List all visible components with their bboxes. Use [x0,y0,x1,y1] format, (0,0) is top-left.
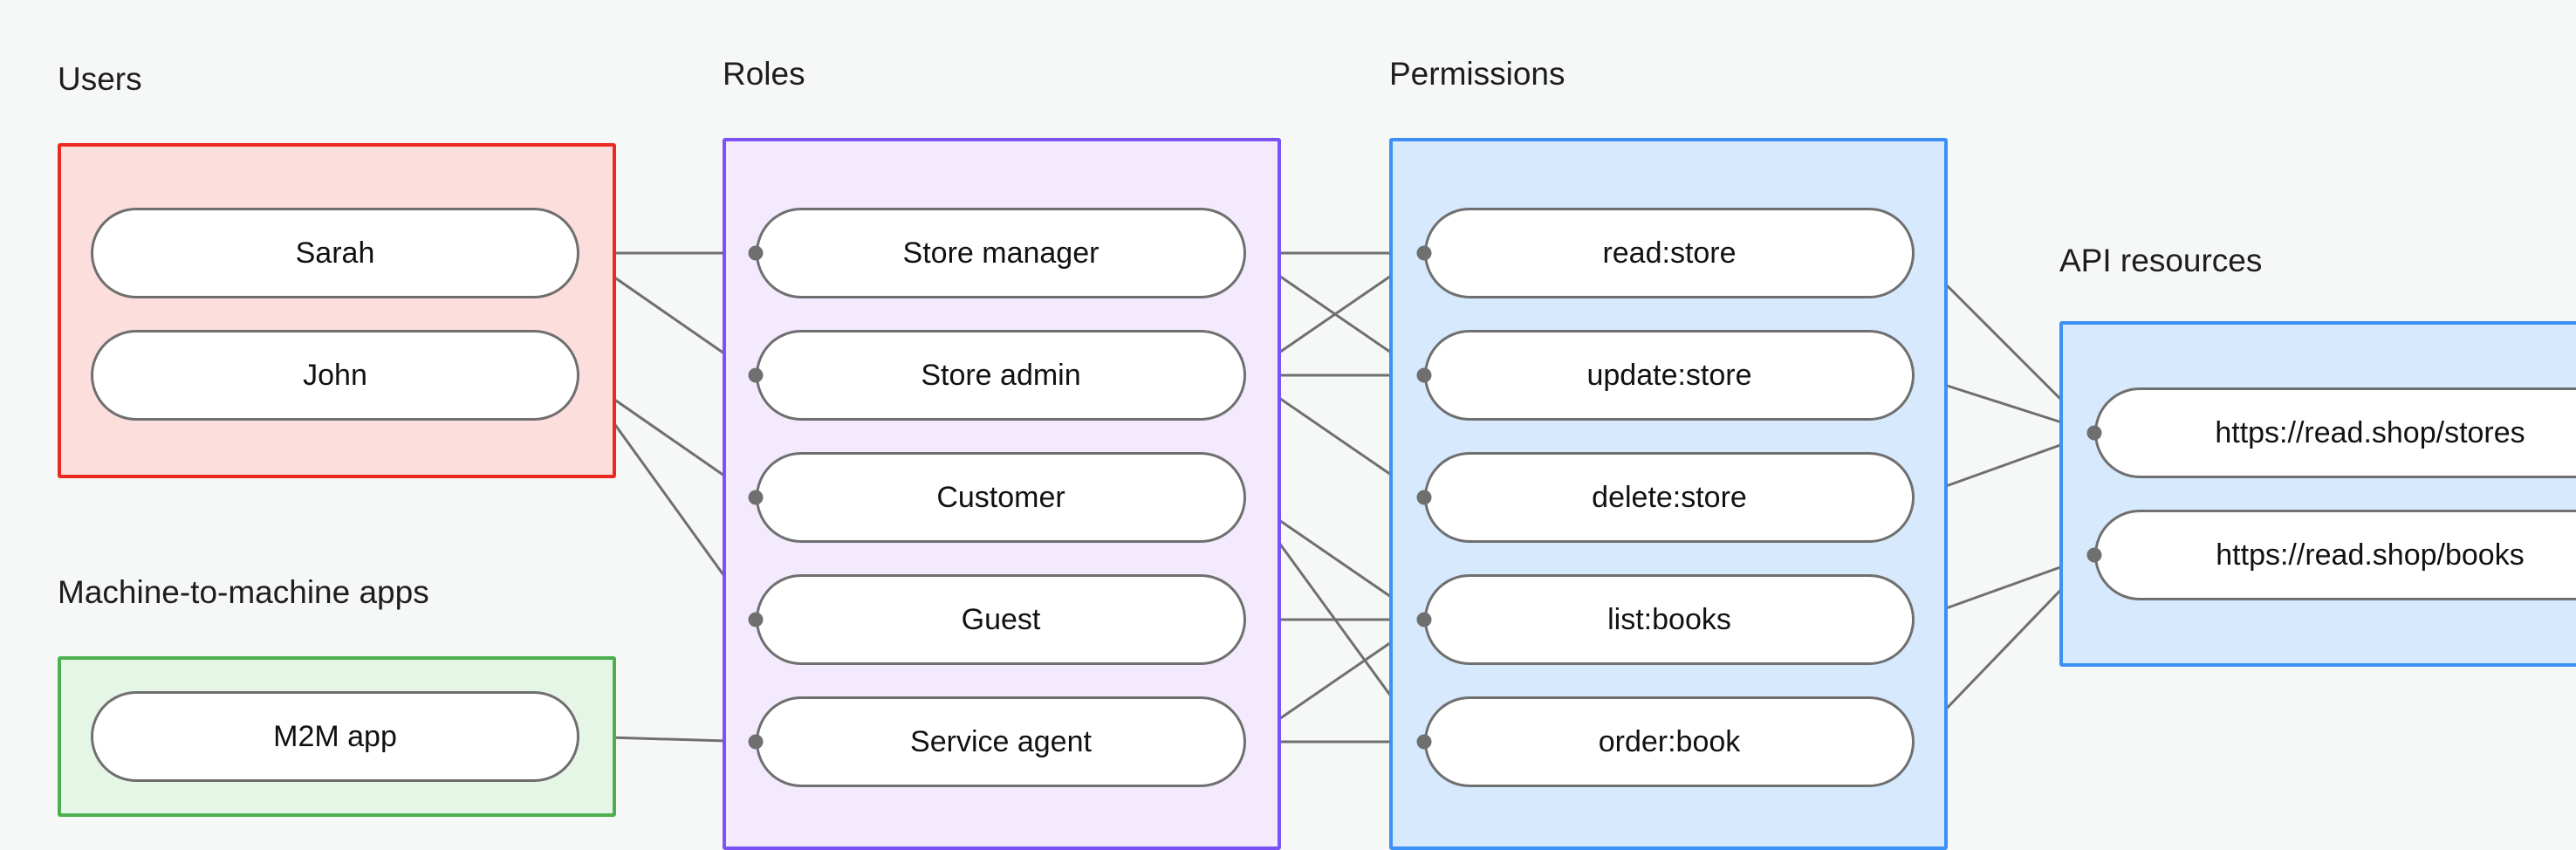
connector-dot-store_manager [748,245,764,261]
node-list_books[interactable]: list:books [1424,574,1915,665]
node-service_agent[interactable]: Service agent [756,696,1246,787]
group-label-users: Users [58,61,142,97]
connector-dot-res_stores [2086,425,2102,441]
node-store_admin[interactable]: Store admin [756,330,1246,421]
node-res_books[interactable]: https://read.shop/books [2094,510,2576,600]
node-m2mapp[interactable]: M2M app [91,691,579,782]
connector-dot-res_books [2086,547,2102,563]
connector-dot-update_store [1416,367,1432,383]
node-update_store[interactable]: update:store [1424,330,1915,421]
node-delete_store[interactable]: delete:store [1424,452,1915,543]
group-label-permissions: Permissions [1389,56,1565,92]
node-john[interactable]: John [91,330,579,421]
group-box-api_resources [2059,321,2576,667]
group-label-api_resources: API resources [2059,243,2263,278]
node-order_book[interactable]: order:book [1424,696,1915,787]
connector-dot-store_admin [748,367,764,383]
connector-dot-delete_store [1416,490,1432,505]
node-sarah[interactable]: Sarah [91,208,579,298]
group-label-m2m: Machine-to-machine apps [58,574,429,610]
group-box-users [58,143,616,478]
node-read_store[interactable]: read:store [1424,208,1915,298]
node-res_stores[interactable]: https://read.shop/stores [2094,387,2576,478]
connector-dot-list_books [1416,612,1432,627]
connector-dot-order_book [1416,734,1432,750]
node-store_manager[interactable]: Store manager [756,208,1246,298]
group-label-roles: Roles [723,56,805,92]
connector-dot-customer [748,490,764,505]
connector-dot-service_agent [748,734,764,750]
connector-dot-guest [748,612,764,627]
node-guest[interactable]: Guest [756,574,1246,665]
node-customer[interactable]: Customer [756,452,1246,543]
connector-dot-read_store [1416,245,1432,261]
